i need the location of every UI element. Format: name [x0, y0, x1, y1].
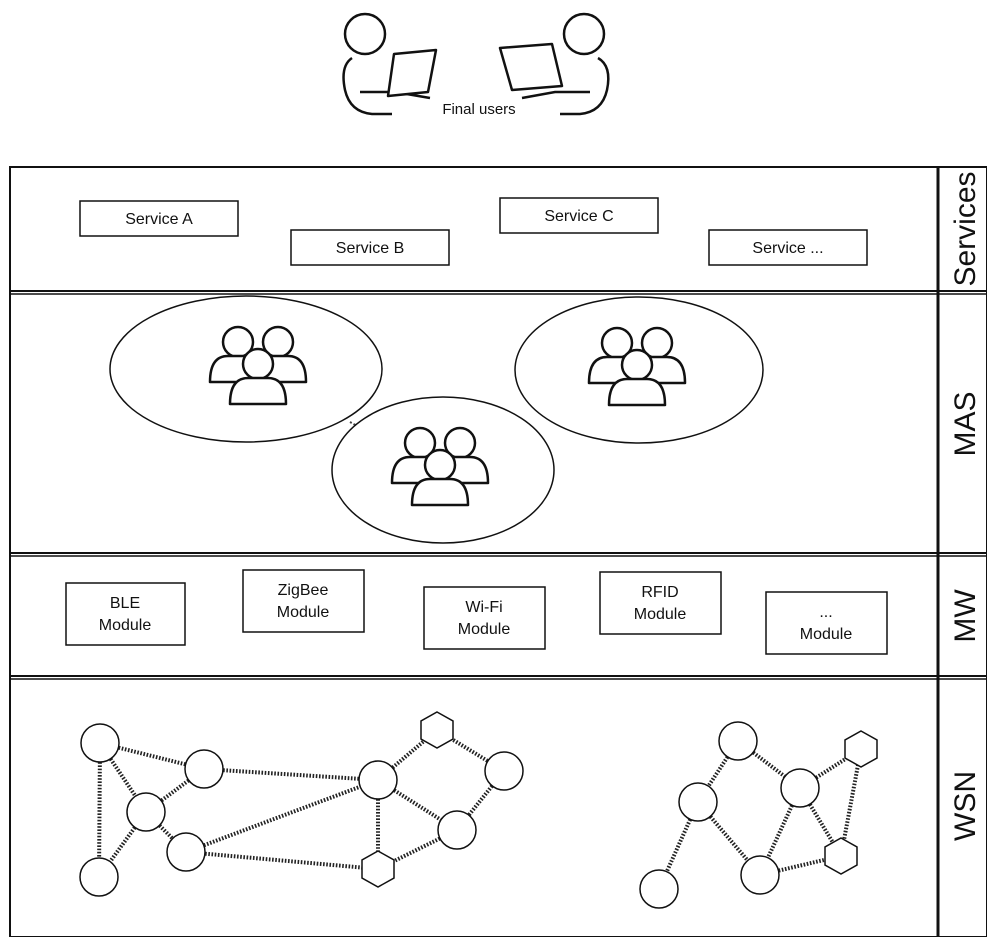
module-label-line1: BLE: [110, 595, 140, 612]
service-box: Service C: [499, 197, 659, 234]
service-box: Service B: [290, 229, 450, 266]
sensor-node: [166, 832, 206, 872]
sensor-node: [718, 721, 758, 761]
sensor-node: [358, 760, 398, 800]
module-box: ZigBee Module: [242, 569, 365, 633]
module-label-line2: Module: [99, 617, 152, 634]
sensor-node: [184, 749, 224, 789]
mas-layer: [109, 295, 764, 544]
agent-link: [349, 421, 376, 437]
service-label: Service ...: [752, 240, 823, 257]
agent-cluster: [109, 295, 383, 443]
final-users-group: Final users: [342, 12, 610, 118]
layer-frames: [9, 166, 987, 937]
sensor-node: [79, 857, 119, 897]
module-box: RFID Module: [599, 571, 722, 635]
sensor-node: [80, 723, 120, 763]
service-label: Service C: [544, 208, 613, 225]
sensor-node: [780, 768, 820, 808]
layer-label-mas: MAS: [949, 391, 982, 456]
service-box: Service A: [79, 200, 239, 237]
service-label: Service A: [125, 211, 193, 228]
service-box: Service ...: [708, 229, 868, 266]
module-box: BLE Module: [65, 582, 186, 646]
gateway-node: [420, 711, 454, 749]
module-label-line2: Module: [800, 626, 853, 643]
gateway-node: [361, 850, 395, 888]
module-label-line2: Module: [634, 606, 687, 623]
agent-cluster: [331, 396, 555, 544]
module-label-line2: Module: [277, 604, 330, 621]
final-users-label: Final users: [442, 101, 515, 118]
layer-label-mw: MW: [949, 589, 982, 643]
module-label-line1: Wi-Fi: [465, 599, 502, 616]
mw-layer: BLE Module ZigBee Module Wi-Fi Module RF…: [65, 569, 888, 655]
layer-label-wsn: WSN: [949, 771, 982, 841]
sensor-node: [740, 855, 780, 895]
module-label-line1: ...: [819, 604, 832, 621]
module-label-line1: ZigBee: [278, 582, 329, 599]
sensor-node: [678, 782, 718, 822]
sensor-node: [437, 810, 477, 850]
user-with-laptop-right-icon: [498, 12, 610, 116]
sensor-node: [126, 792, 166, 832]
module-box: ... Module: [765, 591, 888, 655]
module-label-line1: RFID: [641, 584, 678, 601]
module-box: Wi-Fi Module: [423, 586, 546, 650]
services-layer: Service A Service B Service C Service ..…: [79, 197, 868, 266]
gateway-node: [844, 730, 878, 768]
agent-cluster: [514, 296, 764, 444]
gateway-node: [824, 837, 858, 875]
service-label: Service B: [336, 240, 404, 257]
module-label-line2: Module: [458, 621, 511, 638]
user-with-laptop-left-icon: [342, 12, 438, 116]
sensor-node: [484, 751, 524, 791]
sensor-node: [639, 869, 679, 909]
wsn-nodes: [79, 711, 878, 909]
wsn-layer: [79, 711, 878, 909]
layer-label-services: Services: [949, 171, 982, 286]
